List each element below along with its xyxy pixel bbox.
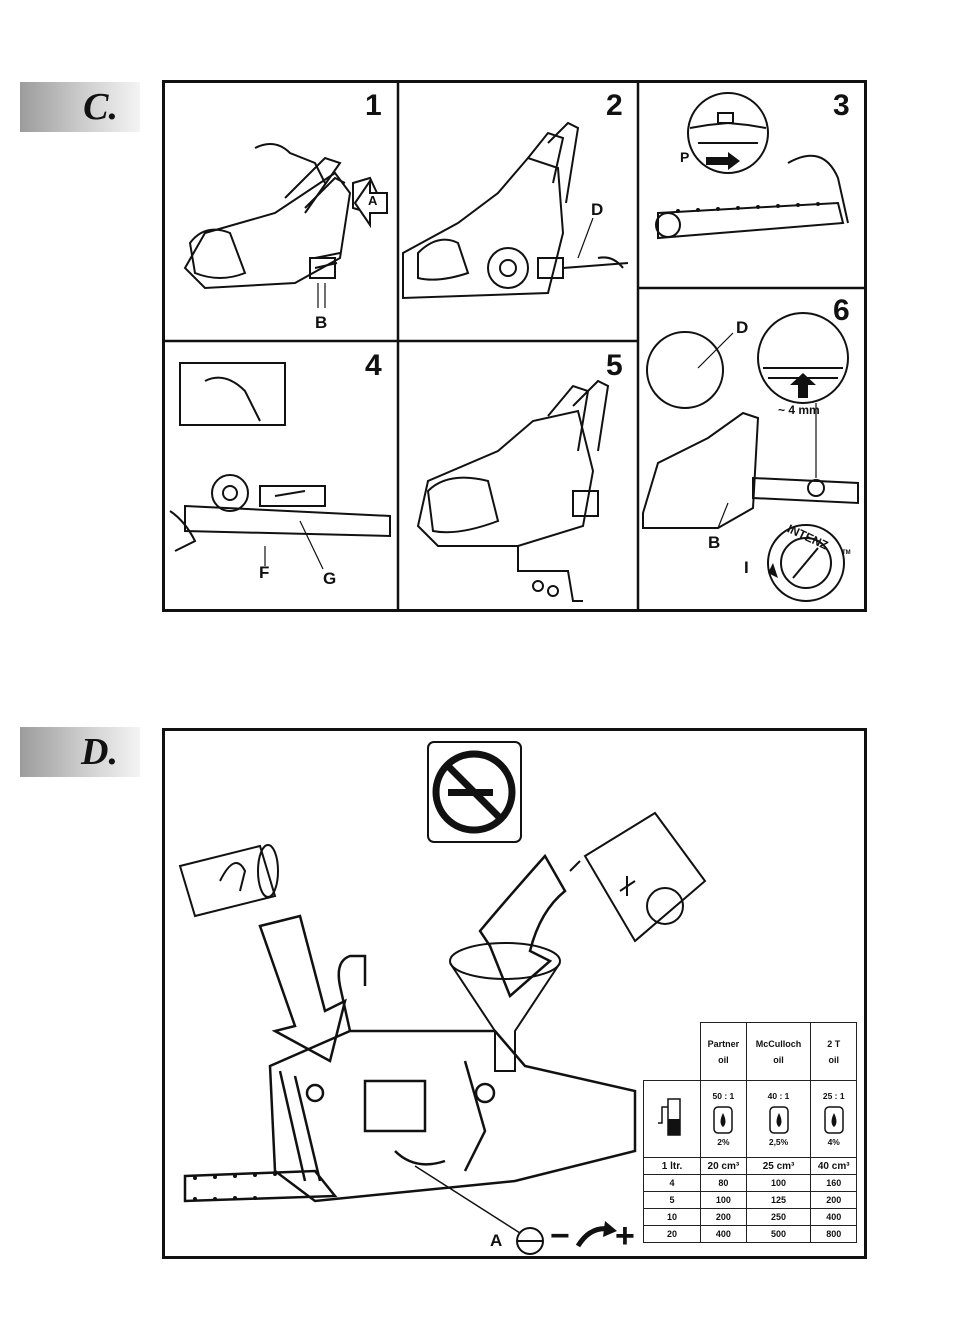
label-b-6: B <box>708 533 721 552</box>
table-cell: 250 <box>745 1208 812 1226</box>
percent-partner: 2% <box>717 1137 730 1147</box>
panel-1-number: 1 <box>365 89 382 122</box>
header-mcculloch-l2: oil <box>773 1054 784 1065</box>
section-c-grid <box>165 83 864 609</box>
table-cell: 100 <box>745 1174 812 1192</box>
ratio-partner: 50 : 1 <box>712 1091 735 1101</box>
table-cell: 4 <box>642 1174 702 1192</box>
ratio-2t: 25 : 1 <box>822 1091 845 1101</box>
table-row: 4 80 100 160 <box>642 1174 857 1192</box>
panel-1: 1 A B <box>165 83 398 341</box>
table-cell: 200 <box>700 1208 747 1226</box>
chain-tension-illustration-4 <box>169 362 391 570</box>
label-d: D <box>591 200 604 219</box>
panel-5-number: 5 <box>606 349 623 382</box>
label-f: F <box>259 563 270 582</box>
chainsaw-body <box>183 954 637 1203</box>
chain-bar-illustration-3 <box>655 92 849 240</box>
label-g: G <box>323 569 337 588</box>
table-cell: 160 <box>810 1174 857 1192</box>
table-cell: 1 ltr. <box>642 1157 702 1175</box>
adjust-screw-icon <box>516 1227 544 1255</box>
oil-bottle-icon <box>713 1106 734 1134</box>
fuel-pump-icon <box>658 1098 681 1136</box>
chainsaw-illustration-5 <box>416 379 610 602</box>
label-b: B <box>315 313 328 332</box>
oil-bottle-icon <box>768 1106 789 1134</box>
section-c-frame: 1 A B 2 <box>162 80 867 612</box>
minus-sign: − <box>550 1217 570 1255</box>
panel-3-number: 3 <box>833 89 850 122</box>
table-cell: 800 <box>810 1225 857 1243</box>
pour-arrow-right <box>478 853 567 999</box>
oil-can-icon <box>178 844 279 918</box>
header-partner: Partner oil <box>700 1022 747 1081</box>
table-cell: 20 cm³ <box>700 1157 747 1175</box>
panel-4: 4 F G <box>165 341 398 609</box>
table-row: 1 ltr. 20 cm³ 25 cm³ 40 cm³ <box>642 1157 857 1175</box>
ratio-cell-2t: 25 : 1 4% <box>810 1080 857 1158</box>
pour-arrow-left <box>258 914 347 1063</box>
table-cell: 10 <box>642 1208 702 1226</box>
label-a: A <box>368 193 378 208</box>
plus-sign: + <box>615 1217 635 1255</box>
table-cell: 500 <box>745 1225 812 1243</box>
table-cell: 400 <box>700 1225 747 1243</box>
table-row: 20 400 500 800 <box>642 1225 857 1243</box>
no-smoking-icon <box>427 741 522 843</box>
ratio-cell-mcculloch: 40 : 1 2,5% <box>745 1080 812 1158</box>
label-i: I <box>744 558 749 577</box>
table-row: 5 100 125 200 <box>642 1191 857 1209</box>
table-cell: 25 cm³ <box>745 1157 812 1175</box>
oil-bottle-icon <box>823 1106 844 1134</box>
percent-2t: 4% <box>827 1137 840 1147</box>
chainsaw-illustration-1 <box>183 143 388 308</box>
table-cell: 80 <box>700 1174 747 1192</box>
percent-mcculloch: 2,5% <box>768 1137 789 1147</box>
section-c-tab: C. <box>20 82 140 132</box>
section-d-frame: A − + Partner oil McCulloch oil 2 T oil <box>162 728 867 1259</box>
ratio-cell-partner: 50 : 1 2% <box>700 1080 747 1158</box>
panel-2-number: 2 <box>606 89 623 122</box>
funnel-icon <box>449 942 561 1072</box>
mix-table-wrap: Partner oil McCulloch oil 2 T oil 50 : 1 2% <box>642 1022 857 1243</box>
fuel-pump-cell <box>642 1080 702 1158</box>
section-d-tab: D. <box>20 727 140 777</box>
panel-3: 3 P <box>638 83 864 288</box>
header-mcculloch: McCulloch oil <box>745 1022 812 1081</box>
panel-4-number: 4 <box>365 349 382 382</box>
fuel-mix-table: Partner oil McCulloch oil 2 T oil 50 : 1 2% <box>642 1022 857 1243</box>
label-d-6: D <box>736 318 749 337</box>
table-cell: 40 cm³ <box>810 1157 857 1175</box>
header-partner-l1: Partner <box>707 1038 740 1049</box>
table-cell: 125 <box>745 1191 812 1209</box>
section-d-letter: D. <box>81 731 118 773</box>
fuel-canister-icon <box>569 811 707 943</box>
header-2t: 2 T oil <box>810 1022 857 1081</box>
panel-6: 6 D B I ~ 4 mm INTEN <box>638 288 864 609</box>
chain-oil-illustration-6 <box>642 312 859 602</box>
panel-6-number: 6 <box>833 294 850 327</box>
table-cell: 200 <box>810 1191 857 1209</box>
section-c-letter: C. <box>83 86 118 128</box>
header-partner-l2: oil <box>718 1054 729 1065</box>
table-cell: 5 <box>642 1191 702 1209</box>
header-mcculloch-l1: McCulloch <box>755 1038 802 1049</box>
panel-2: 2 D <box>398 83 638 341</box>
fueling-illustration <box>178 741 707 1255</box>
carb-label-a: A <box>490 1231 503 1250</box>
header-2t-l1: 2 T <box>827 1038 841 1049</box>
table-row: 10 200 250 400 <box>642 1208 857 1226</box>
ratio-mcculloch: 40 : 1 <box>767 1091 790 1101</box>
header-2t-l2: oil <box>828 1054 839 1065</box>
table-cell: 20 <box>642 1225 702 1243</box>
panel-5: 5 <box>398 341 638 609</box>
label-p: P <box>680 149 690 165</box>
chainsaw-illustration-2 <box>402 121 629 300</box>
measure-label: ~ 4 mm <box>778 403 820 417</box>
tm-mark: TM <box>842 550 851 556</box>
table-cell: 400 <box>810 1208 857 1226</box>
table-cell: 100 <box>700 1191 747 1209</box>
chain-teeth <box>193 1172 277 1201</box>
